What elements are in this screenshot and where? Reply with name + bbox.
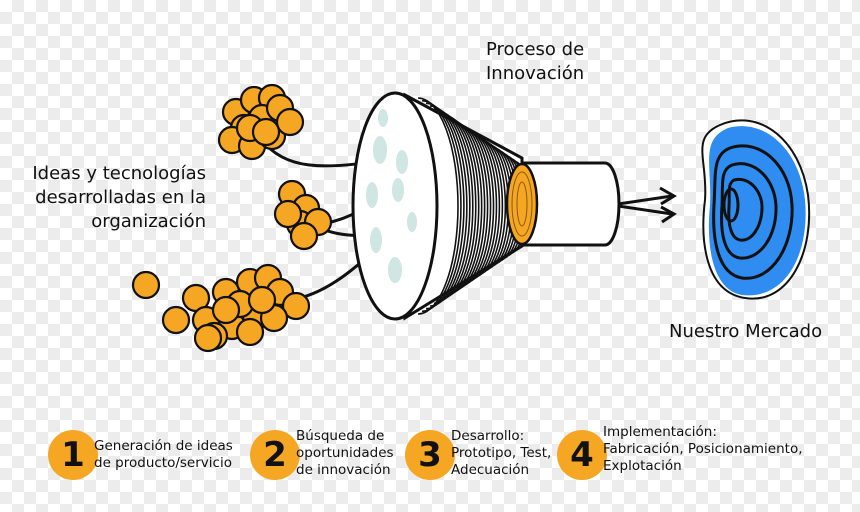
idea-dot — [289, 221, 319, 251]
funnel-ring — [477, 136, 504, 276]
funnel-ring — [437, 110, 474, 302]
step-2-line-2: oportunidades — [296, 445, 394, 461]
process-label: Proceso de Innovación — [486, 38, 584, 86]
idea-dot — [281, 291, 311, 321]
step-4-line-1: Implementación: — [603, 424, 717, 440]
step-3-line-2: Prototipo, Test, — [451, 445, 552, 461]
arrows-to-market — [617, 186, 677, 224]
idea-dot — [235, 317, 265, 347]
funnel-ring — [469, 131, 498, 281]
idea-dot — [247, 285, 277, 315]
idea-dot — [251, 117, 281, 147]
market-label: Nuestro Mercado — [669, 321, 823, 342]
output-cylinder — [505, 161, 621, 247]
funnel-ring — [417, 97, 459, 315]
step-1-number: 1 — [48, 430, 98, 480]
idea-dot — [193, 323, 223, 353]
funnel-ring — [421, 99, 462, 313]
process-label-line-2: Innovación — [486, 63, 585, 84]
step-4-line-3: Explotación — [603, 458, 682, 474]
funnel — [351, 91, 533, 321]
ideas-label-line-3: organización — [91, 211, 206, 232]
step-3-line-3: Adecuación — [451, 462, 530, 478]
idea-dot — [275, 107, 305, 137]
idea-dot — [161, 305, 191, 335]
step-3-text: Desarrollo: Prototipo, Test, Adecuación — [451, 428, 551, 479]
process-label-line-1: Proceso de — [486, 39, 585, 60]
step-3-number: 3 — [405, 430, 455, 480]
step-4-line-2: Fabricación, Posicionamiento, — [603, 441, 803, 457]
market-target — [701, 119, 811, 300]
ideas-label-line-1: Ideas y tecnologías — [32, 163, 206, 184]
funnel-ring — [441, 113, 477, 299]
idea-clusters — [131, 83, 333, 353]
step-3-line-1: Desarrollo: — [451, 428, 525, 444]
step-2-line-3: de innovación — [296, 462, 391, 478]
step-4-text: Implementación: Fabricación, Posicionami… — [603, 424, 803, 475]
step-2-line-1: Búsqueda de — [296, 428, 385, 444]
idea-dot — [211, 295, 241, 325]
step-4-number: 4 — [557, 430, 607, 480]
funnel-ring — [453, 120, 486, 292]
step-2-text: Búsqueda de oportunidades de innovación — [296, 428, 394, 479]
funnel-ring — [473, 134, 501, 278]
ideas-label: Ideas y tecnologías desarrolladas en la … — [30, 162, 206, 234]
step-1-line-2: de producto/servicio — [94, 455, 232, 471]
idea-dot — [131, 270, 161, 300]
ideas-label-line-2: desarrolladas en la — [35, 187, 206, 208]
step-1-text: Generación de ideas de producto/servicio — [94, 438, 233, 472]
funnel-ring — [449, 118, 483, 294]
funnel-ring — [481, 139, 507, 273]
step-1-line-1: Generación de ideas — [94, 438, 233, 454]
funnel-ring — [445, 115, 480, 297]
step-2-number: 2 — [250, 430, 300, 480]
idea-dot — [273, 199, 303, 229]
